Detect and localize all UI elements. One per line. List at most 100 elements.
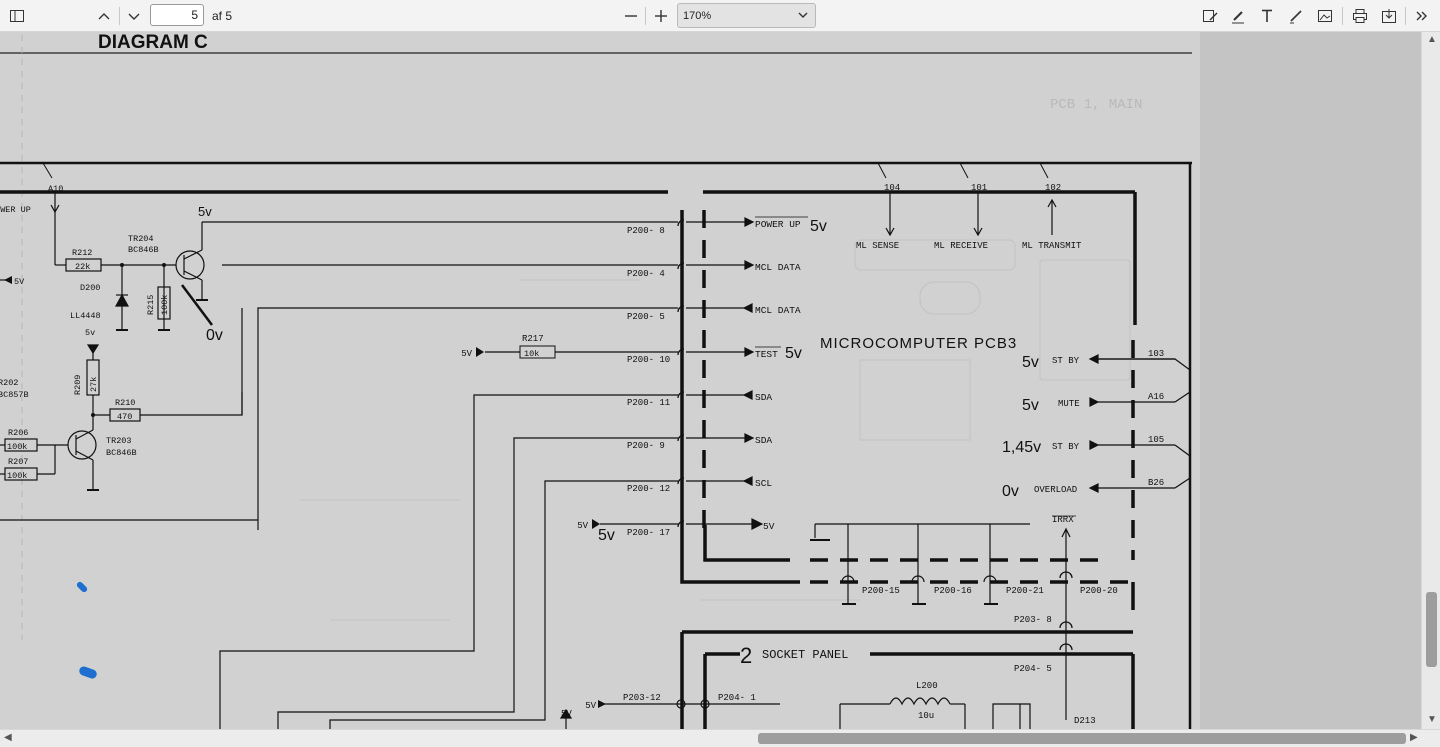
draw-icon (1288, 8, 1304, 24)
right-pin-label: OVERLOAD (1034, 485, 1077, 495)
r217-value: 10k (524, 349, 539, 359)
inductor-label: L200 (916, 681, 938, 691)
signal-label: SCL (755, 478, 772, 489)
add-text-button[interactable] (1257, 4, 1277, 28)
r209-label: R209 (73, 375, 83, 395)
horizontal-scrollbar[interactable]: ◀ ▶ (0, 729, 1440, 747)
bottom-pin-label: P200-21 (1006, 586, 1044, 596)
document-viewer[interactable]: PCB 1, MAIN DIAGRAM C (0, 32, 1421, 729)
socket-panel-label: SOCKET PANEL (762, 648, 848, 662)
diagram-title: DIAGRAM C (98, 32, 208, 53)
voltage-note: 5v (598, 527, 615, 544)
right-pin-number: 105 (1148, 435, 1164, 445)
zoom-out-button[interactable] (622, 4, 640, 28)
r206-value: 100k (7, 442, 27, 452)
tr204-label: TR204 (128, 234, 154, 244)
next-page-button[interactable] (124, 4, 144, 28)
pin-label: P200- 12 (627, 484, 670, 494)
d200-label: D200 (80, 283, 100, 293)
socket-input-5v: 5V (561, 709, 572, 719)
more-tools-button[interactable] (1412, 4, 1432, 28)
faded-board-label: PCB 1, MAIN (1050, 97, 1142, 113)
r207-label: R207 (8, 457, 28, 467)
scroll-left-icon[interactable]: ◀ (4, 732, 12, 743)
horizontal-scroll-thumb[interactable] (758, 733, 1406, 744)
vertical-scrollbar[interactable]: ▲ ▼ (1421, 32, 1440, 729)
d200-type: LL4448 (70, 311, 101, 321)
highlight-icon (1230, 8, 1246, 24)
section-title: MICROCOMPUTER PCB3 (820, 335, 1017, 352)
page-total-label: af 5 (212, 9, 233, 23)
connector-label: P203- 8 (1014, 615, 1052, 625)
voltage-note: 5v (810, 218, 827, 235)
supply-5v: 5v (198, 204, 212, 219)
sidebar-icon (10, 10, 24, 22)
previous-page-button[interactable] (94, 4, 114, 28)
fill-form-button[interactable] (1200, 4, 1220, 28)
page-number-input[interactable] (150, 4, 204, 26)
top-pin-label: ML RECEIVE (934, 241, 988, 251)
pin-label: P200- 10 (627, 355, 670, 365)
r206-label: R206 (8, 428, 28, 438)
signal-label: 5V (763, 521, 775, 532)
connector-label: P204- 5 (1014, 664, 1052, 674)
r207-value: 100k (7, 471, 27, 481)
supply-5v: 5v (85, 328, 95, 338)
zoom-in-button[interactable] (652, 4, 670, 28)
right-pin-label: ST BY (1052, 442, 1080, 452)
voltage-note: 5v (1022, 397, 1039, 414)
r202-label: R202 (0, 378, 18, 388)
fill-form-icon (1202, 8, 1218, 24)
socket-panel-number: 2 (740, 643, 752, 668)
zoom-select[interactable]: 170% (677, 3, 816, 28)
top-pin-label: ML SENSE (856, 241, 899, 251)
scroll-right-icon[interactable]: ▶ (1410, 732, 1418, 743)
r215-value: 100k (160, 295, 170, 315)
connector-label: P204- 1 (718, 693, 756, 703)
pin-label: P200- 17 (627, 528, 670, 538)
inductor-value: 10u (918, 711, 934, 721)
sidebar-toggle-button[interactable] (6, 4, 28, 28)
right-pin-label: ST BY (1052, 356, 1080, 366)
signal-label: TEST (755, 349, 778, 360)
schematic-diagram: PCB 1, MAIN DIAGRAM C (0, 32, 1192, 729)
supply-5v: 5V (14, 277, 25, 287)
socket-input-5v: 5V (585, 701, 596, 711)
r209-value: 27k (89, 377, 99, 392)
signal-label: SDA (755, 392, 772, 403)
top-pin-label: ML TRANSMIT (1022, 241, 1082, 251)
voltage-note: 5v (785, 345, 802, 362)
highlight-button[interactable] (1228, 4, 1248, 28)
tr204-type: BC846B (128, 245, 159, 255)
print-button[interactable] (1350, 4, 1370, 28)
r210-label: R210 (115, 398, 135, 408)
scroll-up-icon[interactable]: ▲ (1427, 34, 1437, 45)
zoom-out-icon (624, 9, 638, 23)
r212-value: 22k (75, 262, 90, 272)
right-pin-number: 103 (1148, 349, 1164, 359)
signal-label: MCL DATA (755, 262, 801, 273)
print-icon (1352, 8, 1368, 24)
draw-button[interactable] (1286, 4, 1306, 28)
pin-label: P200- 9 (627, 441, 665, 451)
r217-input: 5V (461, 349, 472, 359)
top-pin-number: 102 (1045, 183, 1061, 193)
voltage-note: 0v (1002, 483, 1019, 500)
bottom-pin-label: P200-15 (862, 586, 900, 596)
tr203-label: TR203 (106, 436, 132, 446)
a10-label: A10 (48, 184, 63, 194)
right-pin-number: A16 (1148, 392, 1164, 402)
r202-type: BC857B (0, 390, 29, 400)
right-pin-number: B26 (1148, 478, 1164, 488)
scroll-down-icon[interactable]: ▼ (1427, 714, 1437, 725)
save-button[interactable] (1379, 4, 1399, 28)
top-pin-number: 101 (971, 183, 987, 193)
r210-value: 470 (117, 412, 132, 422)
vertical-scroll-thumb[interactable] (1426, 592, 1437, 667)
signal-label: POWER UP (755, 219, 801, 230)
power-up-label: POWER UP (0, 205, 31, 215)
voltage-note: 5v (1022, 354, 1039, 371)
document-page: PCB 1, MAIN DIAGRAM C (0, 32, 1200, 729)
bottom-pin-label: P200-16 (934, 586, 972, 596)
add-image-button[interactable] (1315, 4, 1335, 28)
